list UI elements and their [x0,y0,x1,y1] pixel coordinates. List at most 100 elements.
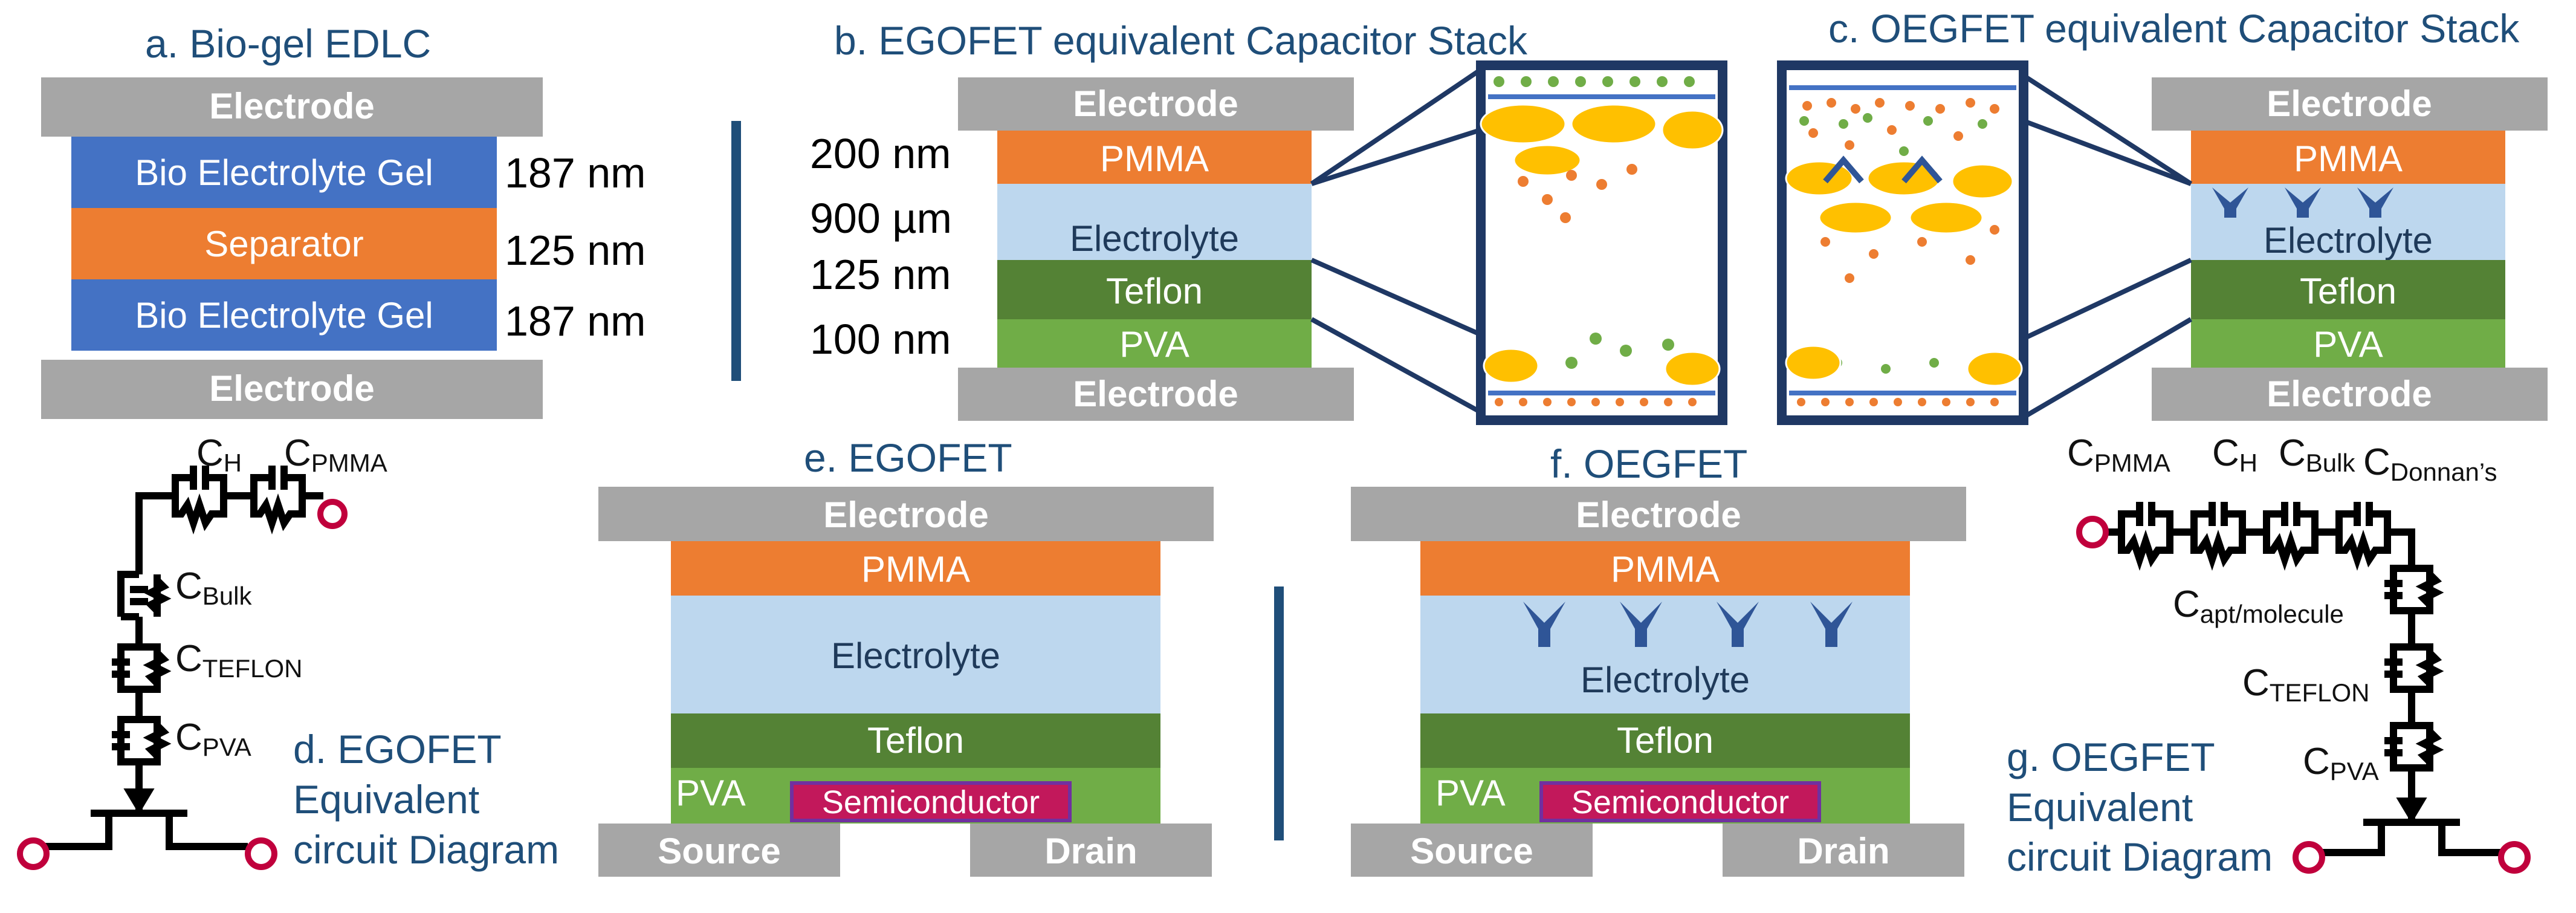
g-c-donnan: CDonnan’s [2363,441,2497,486]
electrode-f [1351,487,1966,541]
pmma-c [2191,131,2505,184]
electrode-top-c-label: Electrode [2267,83,2432,124]
zoom-line-b3 [1310,258,1491,341]
panel-a-title: a. Bio-gel EDLC [145,21,431,66]
zoom-line-b2 [1310,125,1491,186]
thickness-b-2: 900 µm [810,195,952,242]
electrode-bottom-c-label: Electrode [2267,374,2432,414]
pva-b [997,319,1312,368]
electrode-bottom-a-label: Electrode [209,368,374,409]
divider-ef [1274,586,1284,840]
d-c-h: CH [196,432,242,477]
semiconductor-f-label: Semiconductor [1571,784,1789,820]
teflon-c [2191,260,2505,319]
terminals-g [2076,516,2531,874]
d-caption-3: circuit Diagram [293,827,559,872]
teflon-b [997,260,1312,319]
semiconductor-f [1539,781,1821,822]
zoom-box-b [1476,60,1727,425]
pva-b-label: PVA [1119,324,1189,365]
g-c-teflon: CTEFLON [2242,662,2369,707]
zoom-line-c2 [2022,119,2192,186]
aptamer-icons-f [1523,602,1853,647]
panel-e: e. EGOFET Electrode PMMA Electrolyte Tef… [598,435,1214,877]
electrolyte-c [2191,184,2505,260]
zoom-box-c [1777,60,2028,425]
pva-f-label: PVA [1435,773,1506,813]
g-c-apt: Capt/molecule [2173,583,2344,628]
panel-e-title: e. EGOFET [804,435,1012,480]
electrode-top-b [958,77,1354,131]
aptamer-icons-c [2212,187,2393,218]
thickness-b-4: 100 nm [810,316,951,363]
thickness-a-3: 187 nm [505,297,646,345]
electrode-top-c [2152,77,2548,131]
d-caption-1: d. EGOFET [293,727,502,772]
pmma-b-label: PMMA [1100,138,1209,179]
electrolyte-b-label: Electrolyte [1070,218,1239,259]
teflon-e [671,713,1160,768]
g-caption-2: Equivalent [2007,785,2193,830]
pmma-f-label: PMMA [1611,549,1720,590]
panel-c: c. OEGFET equivalent Capacitor Stack Ele… [1828,6,2548,421]
zoom-line-b4 [1310,317,1491,420]
g-c-pva: CPVA [2303,741,2379,785]
panel-g-circuit [2100,502,2502,856]
d-c-bulk: CBulk [175,565,252,610]
drain-e [970,824,1212,877]
panel-f: f. OEGFET Electrode PMMA Electrolyte Tef… [1351,441,1966,877]
pmma-e [671,541,1160,596]
zoom-line-c1 [2022,73,2193,186]
thickness-a-2: 125 nm [505,227,646,274]
electrode-bottom-b-label: Electrode [1073,374,1238,414]
d-c-teflon: CTEFLON [175,638,302,683]
electrolyte-e-label: Electrolyte [831,635,1000,676]
source-e-label: Source [658,831,780,871]
semiconductor-e [790,781,1072,822]
separator [71,208,497,279]
d-caption-2: Equivalent [293,777,479,822]
electrode-f-label: Electrode [1576,495,1741,535]
teflon-f-label: Teflon [1617,720,1714,761]
source-e [598,824,840,877]
labels-g: CPMMA CH CBulk CDonnan’s Capt/molecule C… [2007,432,2497,879]
thickness-a-1: 187 nm [505,149,646,197]
panel-b: b. EGOFET equivalent Capacitor Stack Ele… [810,18,1528,421]
d-c-pmma: CPMMA [284,432,387,477]
bio-gel-bottom-label: Bio Electrolyte Gel [135,295,433,336]
electrolyte-e [671,596,1160,713]
pva-e-label: PVA [676,773,746,813]
panel-d-circuit [42,466,323,850]
electrolyte-f [1420,596,1910,713]
electrode-e [598,487,1214,541]
teflon-c-label: Teflon [2300,271,2396,311]
zoom-line-c4 [2022,317,2193,420]
g-caption-3: circuit Diagram [2007,834,2273,879]
bio-gel-top [71,137,497,208]
drain-e-label: Drain [1044,831,1137,871]
source-f-label: Source [1410,831,1533,871]
separator-label: Separator [204,224,364,264]
pmma-e-label: PMMA [861,549,970,590]
teflon-e-label: Teflon [867,720,964,761]
electrode-e-label: Electrode [823,495,988,535]
panel-b-title: b. EGOFET equivalent Capacitor Stack [834,18,1528,63]
electrolyte-c-label: Electrolyte [2264,220,2433,261]
thickness-b-1: 200 nm [810,130,951,177]
bio-gel-bottom [71,279,497,351]
electrolyte-f-label: Electrolyte [1581,660,1750,700]
g-c-bulk: CBulk [2279,432,2355,477]
electrolyte-b [997,184,1312,260]
source-f [1351,824,1593,877]
electrode-bottom-b [958,368,1354,421]
semiconductor-e-label: Semiconductor [822,784,1040,820]
pva-c [2191,319,2505,368]
panel-a: a. Bio-gel EDLC Electrode Bio Electrolyt… [41,21,646,419]
pmma-f [1420,541,1910,596]
g-c-pmma: CPMMA [2067,432,2170,477]
teflon-f [1420,713,1910,768]
thickness-b-3: 125 nm [810,251,951,298]
zoom-line-c3 [2022,258,2192,341]
pmma-c-label: PMMA [2294,138,2403,179]
panel-c-title: c. OEGFET equivalent Capacitor Stack [1828,6,2520,51]
